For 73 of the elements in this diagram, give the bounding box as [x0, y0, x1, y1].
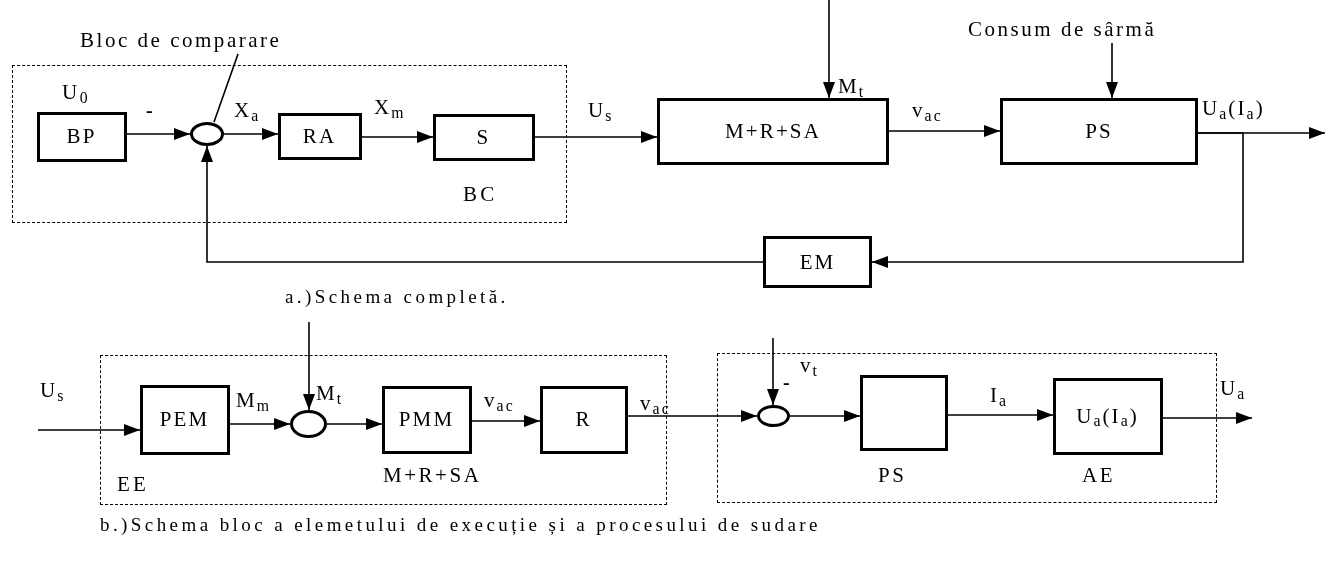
block-label: PEM [159, 409, 210, 430]
block-box [1000, 98, 1198, 165]
summing-circle [189, 121, 224, 146]
block-box [763, 236, 872, 288]
signal-arrow [126, 128, 191, 140]
block-label: U$_{a}$(I$_{a}$) [1076, 405, 1139, 427]
block-label: R [575, 409, 592, 430]
dashed-group-frame [100, 355, 667, 505]
signal-arrow [201, 145, 764, 263]
signal-arrow [627, 410, 758, 422]
block-box [657, 98, 889, 165]
signal-arrow [223, 128, 279, 140]
annotation-text: Consum de sârmă [968, 15, 1228, 43]
signal-label: M$_{t}$ [316, 383, 344, 404]
block-box [139, 384, 230, 455]
dashed-group-frame [12, 65, 567, 223]
annotation-text: Bloc de comparare [80, 26, 370, 54]
signal-arrow [229, 418, 291, 430]
signal-label: v$_{ac}$ [912, 100, 943, 121]
minus-sign: - [783, 372, 790, 392]
block-box [1052, 377, 1163, 455]
block-box [859, 374, 948, 451]
block-box [381, 385, 472, 454]
dashed-group-frame [717, 353, 1217, 503]
block-label: M+R+SA [725, 121, 821, 142]
signal-arrow [326, 418, 383, 430]
summing-circle [756, 404, 790, 427]
signal-label: v$_{ac}$ [484, 390, 515, 411]
signal-label: U$_{a}$ [1220, 378, 1247, 399]
block-caption: U$_{0}$ [62, 82, 91, 103]
figure-caption: b.)Schema bloc a elemetului de execuție și a procesului de sudare [100, 515, 821, 534]
signal-label: X$_{m}$ [374, 97, 406, 118]
block-box [432, 113, 535, 161]
signal-arrow [888, 125, 1001, 137]
figure-caption: a.)Schema completă. [285, 287, 509, 306]
block-label: PMM [398, 409, 455, 430]
signal-label: I$_{a}$ [990, 385, 1009, 406]
block-box [277, 112, 362, 160]
signal-label: X$_{a}$ [234, 100, 261, 121]
signal-arrow [823, 0, 835, 99]
signal-label: U$_{s}$ [588, 100, 614, 121]
signal-label: U$_{a}$(I$_{a}$) [1202, 98, 1265, 119]
signal-label: v$_{ac}$ [640, 393, 671, 414]
signal-arrow [1162, 412, 1253, 424]
block-label: RA [302, 125, 337, 147]
block-caption: PS [878, 465, 907, 486]
signal-arrow [789, 410, 861, 422]
block-label: BP [66, 126, 97, 147]
leader-line [213, 53, 239, 123]
signal-label: M$_{m}$ [236, 390, 272, 411]
signal-arrow [767, 337, 779, 406]
signal-arrow [37, 424, 141, 436]
group-label: EE [117, 474, 149, 495]
group-label: BC [463, 184, 498, 205]
block-box [539, 385, 628, 454]
signal-arrow [947, 409, 1054, 421]
block-box [36, 111, 127, 162]
block-label: EM [799, 251, 836, 273]
signal-arrow [534, 131, 658, 143]
signal-arrow [361, 131, 434, 143]
signal-arrow [871, 132, 1244, 268]
signal-label: v$_{t}$ [800, 355, 820, 376]
block-caption: AE [1082, 465, 1116, 486]
signal-label: U$_{s}$ [40, 380, 66, 401]
block-label: S [476, 126, 491, 148]
signal-arrow [303, 321, 315, 411]
signal-label: M$_{t}$ [838, 76, 866, 97]
block-label: PS [1085, 121, 1113, 142]
summing-circle [289, 409, 327, 438]
signal-arrow [1106, 42, 1118, 99]
block-caption: M+R+SA [383, 465, 482, 486]
signal-arrow [471, 415, 541, 427]
minus-sign: - [146, 100, 153, 120]
